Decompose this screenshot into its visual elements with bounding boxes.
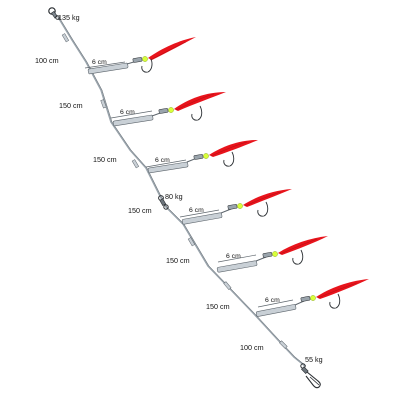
feather-lure-icon xyxy=(243,189,292,207)
bead-icon xyxy=(203,153,209,159)
swivel-icon xyxy=(193,154,204,160)
top-strength-label: 135 kg xyxy=(58,13,80,22)
swivel-icon xyxy=(132,57,143,63)
bead-icon xyxy=(237,203,243,209)
dropper-6: 6 cm xyxy=(255,279,369,317)
bottom-strength-label: 55 kg xyxy=(305,355,323,364)
bottom-snap-swivel-icon xyxy=(300,363,321,389)
hook-icon xyxy=(141,58,153,73)
dropper-3: 6 cm xyxy=(145,140,258,174)
feather-lure-icon xyxy=(278,236,328,255)
dimension-line xyxy=(145,159,187,168)
segment-length-label: 150 cm xyxy=(93,155,117,164)
segment-length-label: 100 cm xyxy=(240,343,264,352)
crimp-sleeve xyxy=(223,281,232,291)
segment-length-label: 150 cm xyxy=(206,302,230,311)
dropper-1: 6 cm xyxy=(84,37,196,75)
segment-length-label: 150 cm xyxy=(128,206,152,215)
segment-length-label: 100 cm xyxy=(35,56,59,65)
dropper-length-label: 6 cm xyxy=(120,109,135,116)
dropper-sleeve xyxy=(112,114,154,127)
hook-icon xyxy=(191,105,203,121)
swivel-icon xyxy=(262,252,273,258)
dropper-length-label: 6 cm xyxy=(189,207,204,214)
segment-length-label: 150 cm xyxy=(166,256,190,265)
swivel-icon xyxy=(300,296,311,302)
dropper-2: 6 cm xyxy=(110,92,226,127)
feather-lure-icon xyxy=(316,279,369,299)
dimension-line xyxy=(179,209,220,218)
hook-icon xyxy=(223,151,235,167)
feather-lure-icon xyxy=(174,92,226,111)
crimp-sleeve xyxy=(61,33,70,43)
dimension-line xyxy=(84,61,126,69)
dropper-sleeve xyxy=(255,304,297,317)
dimension-line xyxy=(217,254,257,263)
dropper-length-label: 6 cm xyxy=(155,157,170,164)
bead-icon xyxy=(168,107,174,113)
dropper-length-label: 6 cm xyxy=(92,59,107,66)
dropper-sleeve xyxy=(87,62,129,75)
dropper-5: 6 cm xyxy=(216,236,328,273)
dropper-sleeve xyxy=(216,260,258,273)
segment-length-label: 150 cm xyxy=(59,101,83,110)
mid-strength-label: 80 kg xyxy=(165,192,183,201)
feather-lure-icon xyxy=(209,140,258,157)
swivel-icon xyxy=(158,108,169,114)
hook-icon xyxy=(257,201,269,217)
swivel-icon xyxy=(227,204,238,210)
mid-swivel-icon xyxy=(158,195,169,210)
crimp-sleeve xyxy=(131,159,140,169)
dropper-sleeve xyxy=(147,161,189,174)
crimp-sleeve xyxy=(187,237,196,247)
hook-icon xyxy=(329,293,341,309)
dropper-length-label: 6 cm xyxy=(265,297,280,304)
bead-icon xyxy=(272,251,278,257)
dimension-line xyxy=(257,299,294,308)
bead-icon xyxy=(310,295,316,301)
crimp-sleeve xyxy=(100,99,107,109)
top-swivel-icon xyxy=(48,7,60,20)
crimp-sleeve xyxy=(279,340,288,349)
dropper-sleeve xyxy=(181,212,223,225)
dropper-4: 6 cm xyxy=(179,189,292,225)
hook-icon xyxy=(292,249,304,265)
bead-icon xyxy=(142,56,148,62)
dropper-length-label: 6 cm xyxy=(226,253,241,260)
dimension-line xyxy=(110,110,153,119)
